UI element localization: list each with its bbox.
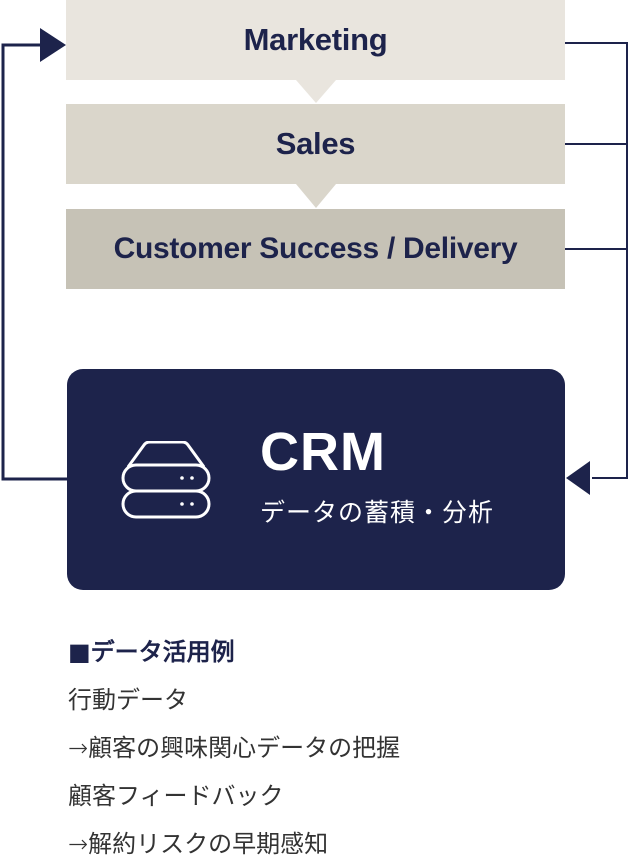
left-return-line bbox=[1, 43, 67, 481]
arrow-into-crm-icon bbox=[566, 461, 590, 495]
arrow-into-marketing-icon bbox=[40, 28, 66, 62]
example-line: 行動データ bbox=[68, 686, 188, 714]
stage-label: Sales bbox=[275, 126, 356, 161]
example-line: 顧客フィードバック bbox=[68, 782, 284, 810]
data-usage-examples: ■データ活用例 行動データ →顧客の興味関心データの把握 顧客フィードバック →… bbox=[68, 632, 400, 868]
crm-subtitle: データの蓄積・分析 bbox=[260, 498, 495, 527]
stage-label: Customer Success / Delivery bbox=[113, 232, 518, 265]
crm-title: CRM bbox=[260, 422, 386, 482]
stage-label: Marketing bbox=[243, 22, 388, 57]
right-connector-line bbox=[565, 42, 628, 479]
stage-arrow-2 bbox=[296, 184, 336, 208]
server-stack-icon bbox=[121, 441, 211, 519]
stage-sales: Sales bbox=[66, 104, 565, 184]
examples-title: ■データ活用例 bbox=[68, 638, 235, 666]
crm-box: CRM データの蓄積・分析 bbox=[67, 369, 565, 590]
example-line: →解約リスクの早期感知 bbox=[68, 830, 329, 858]
stage-customer-success: Customer Success / Delivery bbox=[66, 209, 565, 289]
stage-marketing: Marketing bbox=[66, 0, 565, 80]
example-line: →顧客の興味関心データの把握 bbox=[68, 734, 401, 762]
stage-arrow-1 bbox=[296, 80, 336, 103]
